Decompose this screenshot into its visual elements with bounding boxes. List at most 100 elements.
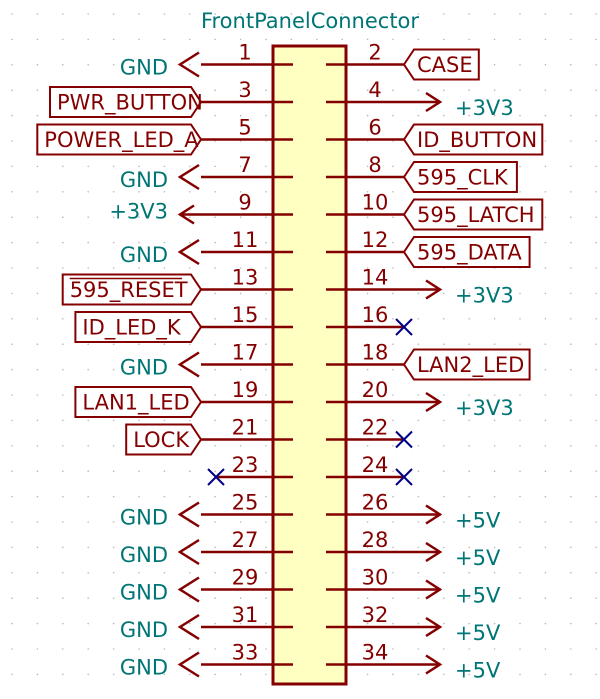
- net-label-10-shape[interactable]: [402, 198, 544, 231]
- pin-26-number: 26: [362, 491, 389, 515]
- power-net-29[interactable]: GND: [120, 581, 168, 605]
- power-net-17[interactable]: GND: [120, 356, 168, 380]
- net-label-8-shape[interactable]: [402, 161, 518, 193]
- net-label-13-shape[interactable]: [61, 273, 203, 306]
- power-net-14[interactable]: +3V3: [455, 284, 514, 308]
- pin-25-number: 25: [232, 491, 259, 515]
- net-label-19-shape[interactable]: [74, 386, 203, 418]
- pin-21-number: 21: [232, 416, 259, 440]
- power-arrow-30: [425, 579, 443, 600]
- net-label-2[interactable]: CASE: [417, 53, 473, 77]
- gnd-symbol-17: [177, 351, 200, 378]
- power-arrow-28: [425, 541, 443, 563]
- pin-10-number: 10: [362, 191, 389, 215]
- pin-7-number: 7: [238, 153, 251, 177]
- power-net-32[interactable]: +5V: [455, 621, 501, 645]
- net-label-10[interactable]: 595_LATCH: [417, 203, 535, 228]
- gnd-symbol-1: [177, 51, 200, 78]
- pin-19-number: 19: [232, 378, 259, 402]
- pin-3-number: 3: [238, 78, 251, 102]
- net-label-12-shape[interactable]: [402, 236, 531, 268]
- pin-15-number: 15: [232, 303, 259, 327]
- power-net-27[interactable]: GND: [120, 543, 168, 567]
- power-net-25[interactable]: GND: [120, 506, 168, 530]
- pin-29-number: 29: [232, 566, 259, 590]
- pin-5-number: 5: [238, 116, 251, 140]
- gnd-symbol-29: [177, 576, 200, 603]
- pin-18-number: 18: [362, 341, 389, 365]
- power-net-28[interactable]: +5V: [455, 546, 501, 570]
- pin-28-number: 28: [362, 528, 389, 552]
- pin-1-number: 1: [238, 41, 251, 65]
- net-label-18-shape[interactable]: [402, 348, 531, 381]
- no-connect-16-mark-b: [395, 318, 413, 336]
- net-label-21-shape[interactable]: [125, 423, 203, 456]
- net-label-18[interactable]: LAN2_LED: [417, 353, 524, 378]
- power-net-4[interactable]: +3V3: [455, 96, 514, 120]
- pin-12-number: 12: [362, 228, 389, 252]
- net-label-5[interactable]: POWER_LED_A: [44, 128, 199, 153]
- power-arrow-9: [177, 204, 195, 225]
- gnd-symbol-33: [177, 651, 200, 678]
- pin-2-number: 2: [368, 41, 381, 65]
- net-label-15[interactable]: ID_LED_K: [82, 316, 182, 341]
- power-arrow-14: [425, 279, 443, 300]
- power-arrow-20: [425, 391, 443, 413]
- net-label-13[interactable]: 595_RESET: [70, 278, 188, 303]
- power-net-33[interactable]: GND: [120, 656, 168, 680]
- gnd-symbol-31: [177, 613, 200, 641]
- pin-20-number: 20: [362, 378, 389, 402]
- power-arrow-4: [425, 91, 443, 113]
- pin-23-number: 23: [232, 453, 259, 477]
- power-net-26[interactable]: +5V: [455, 509, 501, 533]
- net-label-3[interactable]: PWR_BUTTON: [57, 91, 203, 116]
- pin-24-number: 24: [362, 453, 389, 477]
- component-title[interactable]: FrontPanelConnector: [201, 9, 419, 33]
- power-arrow-34: [425, 654, 443, 675]
- power-net-34[interactable]: +5V: [455, 659, 501, 683]
- power-arrow-32: [425, 616, 443, 638]
- net-label-2-shape[interactable]: [402, 48, 480, 81]
- net-label-19[interactable]: LAN1_LED: [82, 391, 189, 416]
- pin-16-number: 16: [362, 303, 389, 327]
- power-net-11[interactable]: GND: [120, 243, 168, 267]
- net-label-5-shape[interactable]: [36, 123, 203, 156]
- power-net-1[interactable]: GND: [120, 56, 168, 80]
- pin-22-number: 22: [362, 416, 389, 440]
- pin-30-number: 30: [362, 566, 389, 590]
- power-net-30[interactable]: +5V: [455, 584, 501, 608]
- net-label-6-shape[interactable]: [402, 123, 544, 156]
- net-label-3-shape[interactable]: [49, 86, 203, 118]
- pin-9-number: 9: [238, 191, 251, 215]
- pin-13-number: 13: [232, 266, 259, 290]
- no-connect-22-mark-b: [395, 430, 413, 449]
- power-net-20[interactable]: +3V3: [455, 396, 514, 420]
- power-net-7[interactable]: GND: [120, 168, 168, 192]
- net-label-6[interactable]: ID_BUTTON: [417, 128, 537, 153]
- gnd-symbol-11: [177, 238, 200, 266]
- no-connect-24-mark-b: [395, 468, 413, 486]
- pin-33-number: 33: [232, 641, 259, 665]
- gnd-symbol-25: [177, 501, 200, 528]
- pin-34-number: 34: [362, 641, 389, 665]
- pin-11-number: 11: [232, 228, 259, 252]
- gnd-symbol-27: [177, 538, 200, 566]
- power-net-9[interactable]: +3V3: [109, 200, 168, 224]
- pin-6-number: 6: [368, 116, 381, 140]
- pin-17-number: 17: [232, 341, 259, 365]
- net-label-15-shape[interactable]: [74, 311, 203, 343]
- net-label-8[interactable]: 595_CLK: [417, 166, 509, 191]
- pin-27-number: 27: [232, 528, 259, 552]
- gnd-symbol-7: [177, 163, 200, 191]
- net-label-12[interactable]: 595_DATA: [417, 241, 522, 266]
- no-connect-23-mark-b: [207, 468, 225, 486]
- pin-14-number: 14: [362, 266, 389, 290]
- pin-32-number: 32: [362, 603, 389, 627]
- pin-4-number: 4: [368, 78, 381, 102]
- power-net-31[interactable]: GND: [120, 618, 168, 642]
- pin-31-number: 31: [232, 603, 259, 627]
- net-label-21[interactable]: LOCK: [133, 428, 190, 452]
